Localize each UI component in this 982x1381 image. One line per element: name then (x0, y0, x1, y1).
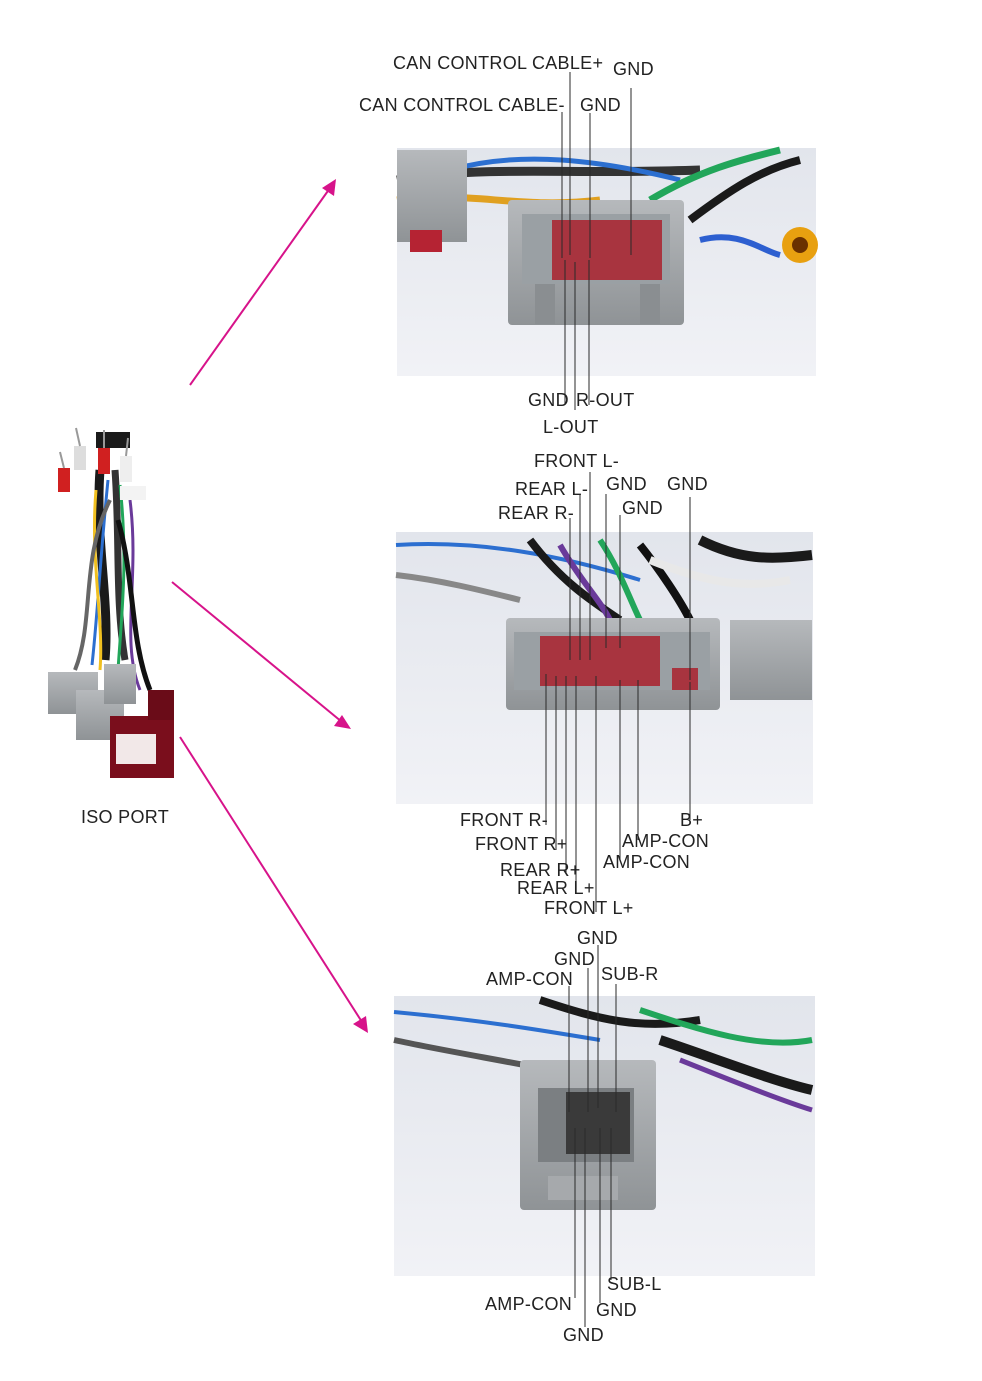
connector-3-top-label: SUB-R (601, 964, 659, 984)
connector-2-bottom-label: FRONT R- (460, 810, 548, 830)
iso-harness-image (48, 427, 174, 778)
connector-2-bottom-label: REAR L+ (517, 878, 595, 898)
connector-1-photo (396, 146, 818, 376)
iso-port-label: ISO PORT (81, 807, 169, 827)
connector-3-top-label: AMP-CON (486, 969, 573, 989)
connector-3-top-label: GND (577, 928, 618, 948)
connector-1-top-label: GND (613, 59, 654, 79)
connector-3-leaders (568, 945, 617, 1327)
connector-2-photo (395, 532, 813, 804)
connector-2-top-label: GND (667, 474, 708, 494)
connector-2-top-label: GND (606, 474, 647, 494)
connector-1-bottom-label: GND (528, 390, 569, 410)
connector-1-top-label: CAN CONTROL CABLE+ (393, 53, 603, 73)
connector-1-top-label: CAN CONTROL CABLE- (359, 95, 565, 115)
connector-2-top-label: REAR L- (515, 479, 588, 499)
connector-2-leaders (545, 472, 691, 912)
arrow-to-connector-1 (189, 179, 336, 386)
connector-1-bottom-label: R-OUT (576, 390, 635, 410)
connector-2-top-label: GND (622, 498, 663, 518)
connector-3-photo (393, 996, 815, 1276)
connector-2-bottom-label: B+ (680, 810, 703, 830)
connector-2-top-label: REAR R- (498, 503, 574, 523)
connector-3-bottom-label: GND (596, 1300, 637, 1320)
connector-2-bottom-label: AMP-CON (603, 852, 690, 872)
connector-3-bottom-label: AMP-CON (485, 1294, 572, 1314)
connector-3-bottom-label: SUB-L (607, 1274, 662, 1294)
connector-3-top-label: GND (554, 949, 595, 969)
connector-2-bottom-label: AMP-CON (622, 831, 709, 851)
connector-3-bottom-label: GND (563, 1325, 604, 1345)
connector-2-top-label: FRONT L- (534, 451, 619, 471)
connector-1-bottom-label: L-OUT (543, 417, 599, 437)
connector-2-bottom-label: FRONT L+ (544, 898, 634, 918)
connector-1-top-label: GND (580, 95, 621, 115)
connector-2-bottom-label: FRONT R+ (475, 834, 568, 854)
arrow-to-connector-3 (179, 736, 368, 1033)
connector-2-bottom-label: REAR R+ (500, 860, 581, 880)
arrow-to-connector-2 (171, 581, 351, 729)
connector-1-leaders (561, 72, 632, 410)
